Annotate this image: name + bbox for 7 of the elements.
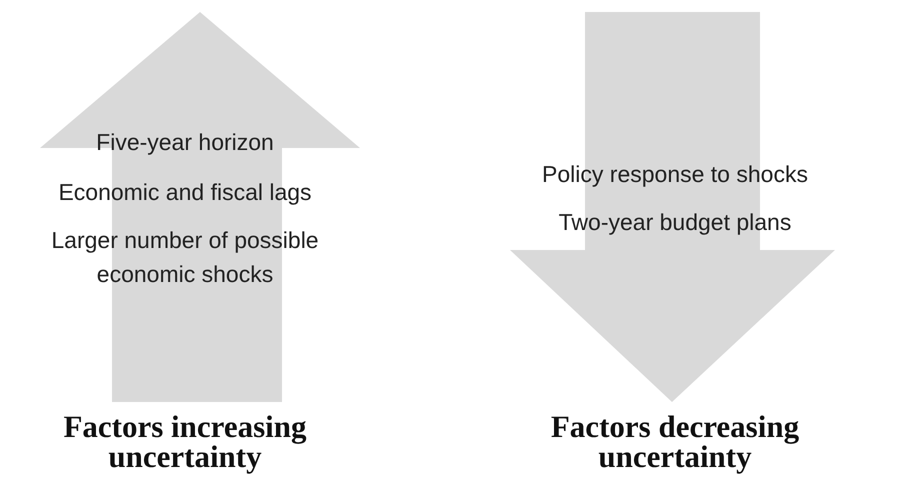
factor-text: Two-year budget plans: [558, 208, 792, 237]
heading: Factors increasing uncertainty: [62, 412, 308, 472]
factor-text: Five-year horizon: [96, 128, 274, 157]
factor-text: Policy response to shocks: [542, 160, 808, 189]
factor-text: Economic and fiscal lags: [58, 178, 312, 207]
factor-text: Larger number of possible economic shocks: [50, 226, 320, 289]
heading: Factors decreasing uncertainty: [550, 412, 800, 472]
